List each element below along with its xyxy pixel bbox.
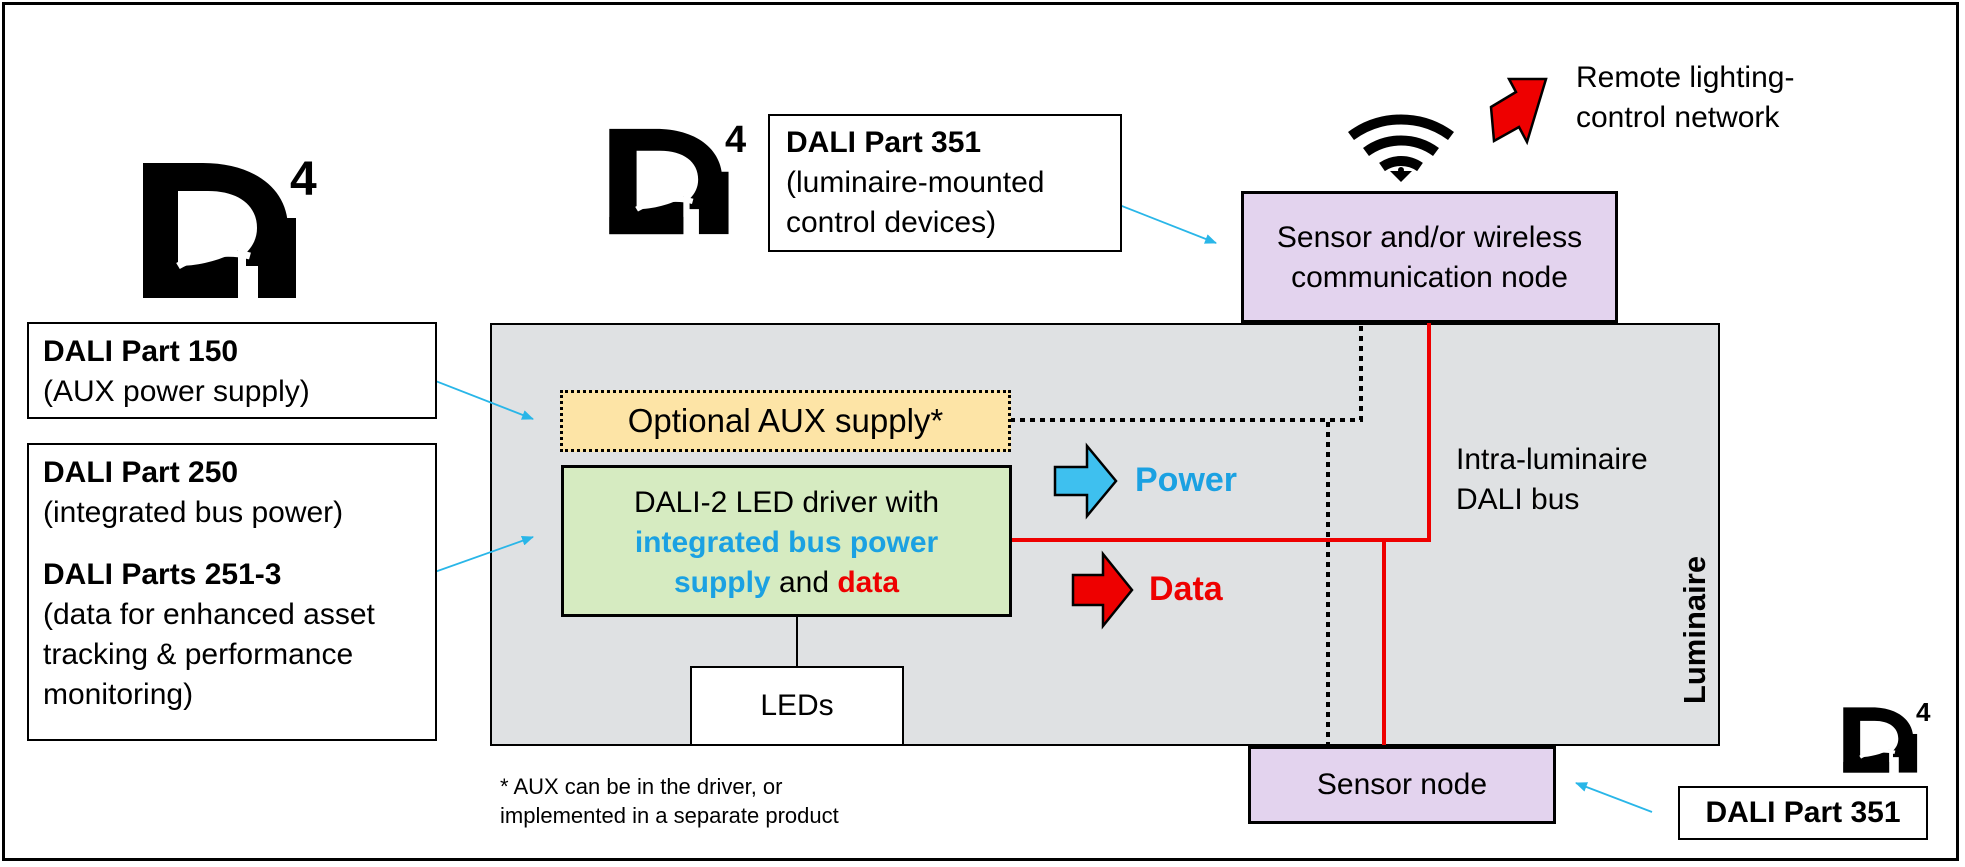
driver-line-1: DALI-2 LED driver with <box>633 486 940 519</box>
pointer-arrow-part351-top <box>1103 198 1217 244</box>
pointer-arrow-part351-bottom <box>1575 782 1653 813</box>
sensor-node-label: Sensor node <box>1316 768 1488 801</box>
aux-supply-label: Optional AUX supply* <box>627 402 944 439</box>
part150-box: DALI Part 150 (AUX power supply) <box>27 322 437 419</box>
remote-line-2: control network <box>1576 101 1780 134</box>
bus-line-1: Intra-luminaire <box>1456 443 1648 476</box>
driver-and-text: and <box>770 566 838 599</box>
aux-supply-box: Optional AUX supply* <box>560 390 1011 452</box>
data-bus-line <box>1012 322 1431 542</box>
part2513-desc-2: tracking & performance <box>43 638 354 671</box>
footnote: * AUX can be in the driver, or implement… <box>500 772 960 830</box>
logo-superscript: 4 <box>725 119 747 161</box>
sensor-node-box: Sensor node <box>1248 746 1556 824</box>
driver-line-2: integrated bus power <box>634 526 939 559</box>
part351-bottom-box: DALI Part 351 <box>1678 786 1928 840</box>
sensor-wireless-line-2: communication node <box>1291 261 1568 294</box>
remote-network-label: Remote lighting- control network <box>1576 58 1876 138</box>
led-driver-box: DALI-2 LED driver with integrated bus po… <box>561 465 1012 617</box>
data-arrow-icon <box>1071 550 1134 630</box>
remote-arrow-icon <box>1489 77 1548 146</box>
part150-desc: (AUX power supply) <box>43 375 310 408</box>
bus-label: Intra-luminaire DALI bus <box>1456 440 1696 520</box>
data-legend-label: Data <box>1149 570 1223 608</box>
logo-superscript: 4 <box>290 153 317 206</box>
part250-desc: (integrated bus power) <box>43 496 344 529</box>
aux-dotted-line <box>1010 325 1363 422</box>
power-arrow-icon <box>1053 442 1118 520</box>
driver-line-3: supply and data <box>564 563 1009 603</box>
logo-d4-top: 4 <box>605 121 750 238</box>
driver-data-text: data <box>837 566 900 599</box>
part250-box: DALI Part 250 (integrated bus power) DAL… <box>27 443 437 741</box>
part351-top-box: DALI Part 351 (luminaire-mounted control… <box>768 114 1122 252</box>
leds-label: LEDs <box>760 689 834 722</box>
wifi-icon <box>1348 114 1454 173</box>
logo-d4-large: 4 <box>138 153 323 303</box>
sensor-wireless-node: Sensor and/or wireless communication nod… <box>1241 191 1618 323</box>
part351-top-title: DALI Part 351 <box>786 126 982 159</box>
footnote-line-2: implemented in a separate product <box>500 803 839 828</box>
part2513-desc-1: (data for enhanced asset <box>43 598 375 631</box>
part150-title: DALI Part 150 <box>43 335 239 368</box>
driver-supply-text: supply <box>673 566 771 599</box>
bus-line-2: DALI bus <box>1456 483 1580 516</box>
part351-top-desc-2: control devices) <box>786 206 997 239</box>
leds-box: LEDs <box>690 666 904 746</box>
power-legend-label: Power <box>1135 461 1238 499</box>
part2513-desc-3: monitoring) <box>43 678 194 711</box>
logo-superscript: 4 <box>1916 697 1931 727</box>
part2513-title: DALI Parts 251-3 <box>43 558 282 591</box>
footnote-line-1: * AUX can be in the driver, or <box>500 774 783 799</box>
sensor-wireless-line-1: Sensor and/or wireless <box>1276 221 1583 254</box>
luminaire-label: Luminaire <box>1677 555 1712 705</box>
remote-line-1: Remote lighting- <box>1576 61 1795 94</box>
part351-top-desc-1: (luminaire-mounted <box>786 166 1045 199</box>
part351-bottom-title: DALI Part 351 <box>1705 796 1901 829</box>
part250-title: DALI Part 250 <box>43 456 239 489</box>
logo-d4-small: 4 <box>1838 699 1933 775</box>
